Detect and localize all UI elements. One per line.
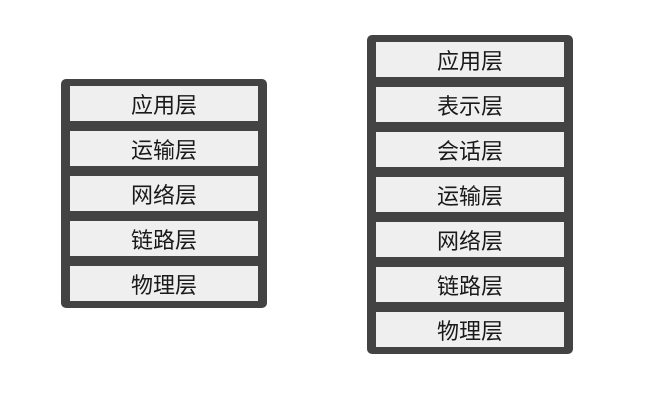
tcpip-layer-link: 链路层	[70, 221, 258, 256]
osi-layer-session: 会话层	[376, 132, 564, 167]
osi-layer-presentation: 表示层	[376, 87, 564, 122]
osi-layer-network: 网络层	[376, 222, 564, 257]
osi-layer-transport: 运输层	[376, 177, 564, 212]
osi-layer-application: 应用层	[376, 42, 564, 77]
osi-layer-stack: 应用层 表示层 会话层 运输层 网络层 链路层 物理层	[367, 35, 573, 354]
tcpip-layer-network: 网络层	[70, 176, 258, 211]
osi-layer-link: 链路层	[376, 267, 564, 302]
tcpip-layer-transport: 运输层	[70, 131, 258, 166]
tcpip-layer-stack: 应用层 运输层 网络层 链路层 物理层	[61, 79, 267, 308]
osi-layer-physical: 物理层	[376, 312, 564, 347]
tcpip-layer-application: 应用层	[70, 86, 258, 121]
tcpip-layer-physical: 物理层	[70, 266, 258, 301]
